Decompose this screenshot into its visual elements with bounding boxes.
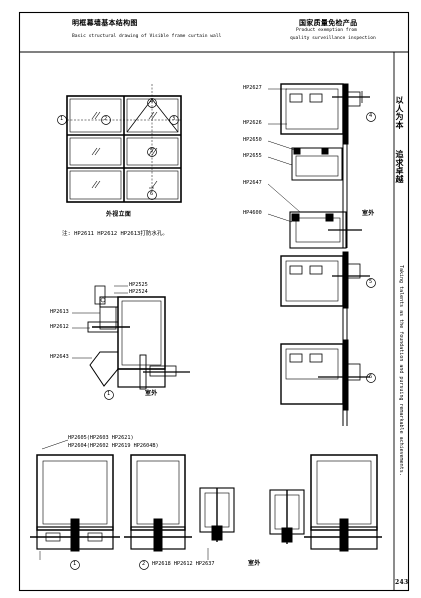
section-label-hp4600: HP4600 bbox=[243, 210, 262, 216]
section-label-hp2655: HP2655 bbox=[243, 153, 262, 159]
badge-en-line2: quality surveillance inspection bbox=[290, 36, 376, 41]
badge-cn: 国家质量免检产品 bbox=[299, 18, 358, 27]
corner-label-hp2643: HP2643 bbox=[50, 354, 69, 360]
title-en: Basic structural drawing of Visible fram… bbox=[72, 34, 222, 39]
elevation-marker-3: 3 bbox=[172, 116, 176, 122]
badge-en-line1: Product exemption from bbox=[296, 28, 357, 33]
vertical-section bbox=[267, 83, 376, 426]
bottom-marker-2: 2 bbox=[142, 561, 146, 567]
section-label-hp2626: HP2626 bbox=[243, 120, 262, 126]
section-outside-label: 室外 bbox=[362, 210, 375, 217]
side-motto-2: 追求卓越 bbox=[395, 150, 405, 184]
bottom-outside-label: 室外 bbox=[248, 560, 261, 567]
corner-label-hp2612: HP2612 bbox=[50, 324, 69, 330]
corner-detail bbox=[72, 285, 190, 400]
elevation-marker-4: 4 bbox=[150, 99, 154, 105]
title-cn: 明框幕墙基本结构图 bbox=[72, 18, 138, 27]
section-marker-6: 6 bbox=[369, 374, 373, 380]
bottom-label-a: HP2605(HP2603 HP2621) bbox=[68, 435, 134, 441]
corner-outside-label: 室外 bbox=[145, 390, 158, 397]
corner-label-hp2525: HP2525 bbox=[129, 282, 148, 288]
corner-marker-1: 1 bbox=[107, 391, 111, 397]
elevation-marker-6: 6 bbox=[150, 191, 154, 197]
page-number: 243 bbox=[395, 579, 409, 586]
elevation-marker-2: 2 bbox=[104, 116, 108, 122]
elevation-caption: 外视立面 bbox=[106, 211, 132, 218]
elevation-marker-1: 1 bbox=[60, 116, 64, 122]
corner-label-hp2613: HP2613 bbox=[50, 309, 69, 315]
bottom-profile-labels: HP2618 HP2612 HP2637 bbox=[152, 561, 215, 567]
bottom-label-b: HP2604(HP2602 HP2619 HP2604B) bbox=[68, 443, 159, 449]
section-label-hp2627: HP2627 bbox=[243, 85, 262, 91]
section-marker-5: 5 bbox=[369, 279, 373, 285]
side-motto-1: 以人为本 bbox=[395, 96, 405, 130]
side-motto-en: Taking talents as the foundation and pur… bbox=[398, 265, 404, 476]
elevation-grid bbox=[57, 84, 182, 203]
bottom-marker-1: 1 bbox=[73, 561, 77, 567]
section-label-hp2650: HP2650 bbox=[243, 137, 262, 143]
section-marker-4: 4 bbox=[369, 113, 373, 119]
elevation-note: 注: HP2611 HP2612 HP2613打防水孔。 bbox=[62, 231, 168, 237]
bottom-sections bbox=[30, 439, 382, 570]
corner-label-hp2524: HP2524 bbox=[129, 289, 148, 295]
section-label-hp2647: HP2647 bbox=[243, 180, 262, 186]
elevation-marker-5: 5 bbox=[150, 148, 154, 154]
